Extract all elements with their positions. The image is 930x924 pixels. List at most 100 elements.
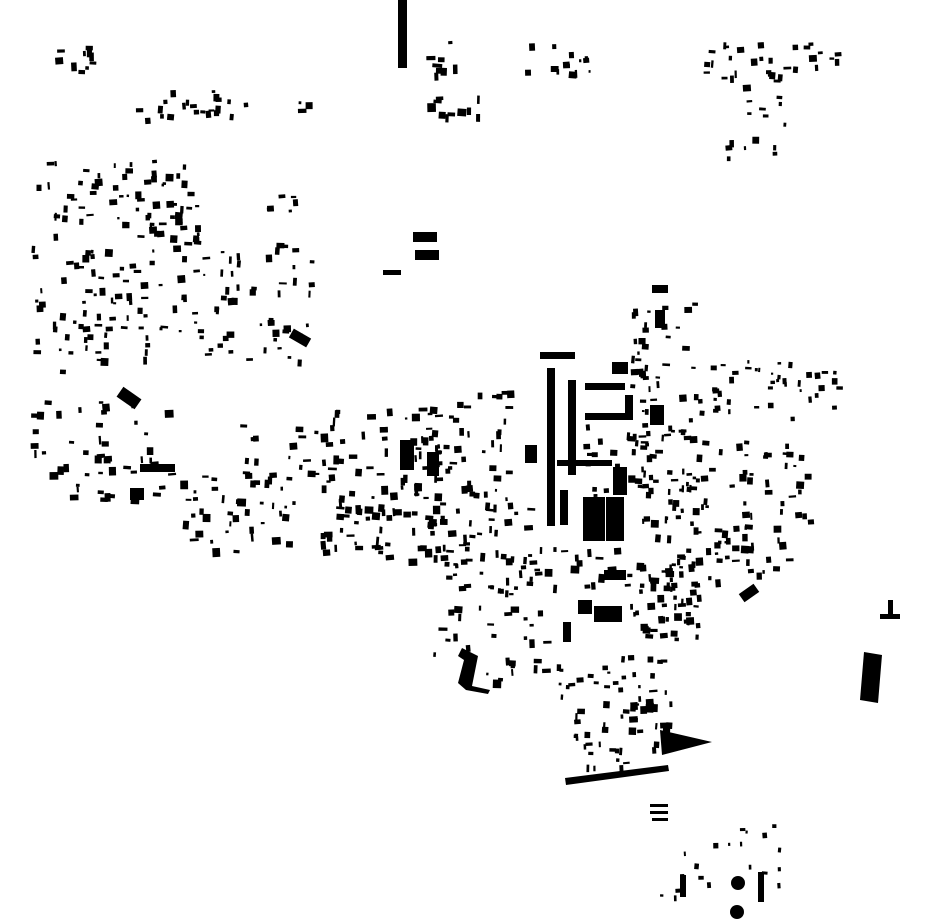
building (639, 583, 645, 588)
building (695, 622, 701, 629)
building (671, 563, 676, 567)
building (674, 613, 682, 621)
building (697, 398, 703, 404)
building (355, 545, 364, 551)
building (440, 555, 449, 562)
building (497, 677, 504, 682)
building (193, 109, 200, 115)
building (692, 302, 698, 306)
building (705, 505, 709, 509)
building (710, 365, 717, 371)
building (594, 606, 622, 622)
building (453, 633, 458, 642)
building (717, 540, 722, 545)
building (778, 101, 782, 107)
building (773, 79, 781, 83)
building (499, 588, 504, 594)
building (782, 452, 787, 455)
building (625, 395, 633, 420)
building (654, 534, 661, 543)
building (181, 294, 187, 301)
building (562, 63, 571, 69)
building (529, 576, 533, 582)
building (526, 581, 534, 587)
building (400, 455, 406, 460)
building (162, 182, 167, 186)
building (729, 376, 735, 384)
building (724, 555, 730, 560)
building (786, 451, 794, 458)
building (704, 61, 711, 68)
building (180, 225, 188, 231)
building (79, 218, 84, 225)
building (767, 386, 773, 390)
building (468, 520, 472, 527)
building (670, 586, 673, 592)
building (244, 509, 250, 517)
building (123, 465, 132, 470)
building (675, 326, 680, 329)
building (134, 420, 138, 425)
building (818, 384, 825, 392)
building (652, 818, 668, 821)
building (588, 70, 591, 73)
building (528, 43, 536, 51)
building (109, 316, 117, 321)
building (576, 677, 584, 683)
building (528, 554, 533, 557)
building (189, 103, 197, 109)
building (356, 508, 363, 516)
building (568, 380, 576, 475)
building (227, 511, 234, 516)
building (477, 392, 483, 400)
building (140, 456, 144, 464)
building (236, 284, 240, 291)
building (779, 509, 783, 515)
building (606, 497, 624, 541)
building (445, 638, 451, 642)
building (122, 221, 130, 229)
building (745, 830, 748, 834)
building (402, 453, 407, 457)
building (880, 614, 900, 619)
building (573, 734, 577, 738)
building (99, 287, 106, 296)
building (504, 611, 513, 617)
building (202, 475, 209, 478)
building (739, 473, 747, 482)
building (702, 440, 710, 446)
building (411, 413, 421, 422)
building (211, 477, 218, 482)
building (653, 741, 660, 749)
building (168, 472, 177, 476)
building (726, 399, 731, 405)
building (285, 541, 293, 548)
building (644, 364, 649, 372)
building (72, 320, 77, 324)
building (769, 71, 776, 80)
building (249, 526, 255, 534)
building (544, 568, 553, 577)
building (619, 765, 624, 773)
building (430, 530, 435, 536)
building (113, 163, 116, 169)
building (120, 326, 128, 330)
building (597, 438, 603, 445)
building (78, 323, 84, 330)
building (721, 76, 728, 80)
building (126, 194, 130, 198)
building (601, 726, 609, 734)
building (82, 255, 90, 263)
building (414, 483, 423, 492)
building (568, 682, 576, 687)
building (673, 895, 677, 902)
building (98, 471, 103, 475)
building (744, 454, 749, 457)
building (670, 478, 679, 482)
building (527, 507, 536, 511)
building (593, 493, 598, 497)
building (446, 575, 453, 580)
building (292, 264, 296, 270)
building (765, 556, 772, 563)
building (773, 525, 782, 533)
